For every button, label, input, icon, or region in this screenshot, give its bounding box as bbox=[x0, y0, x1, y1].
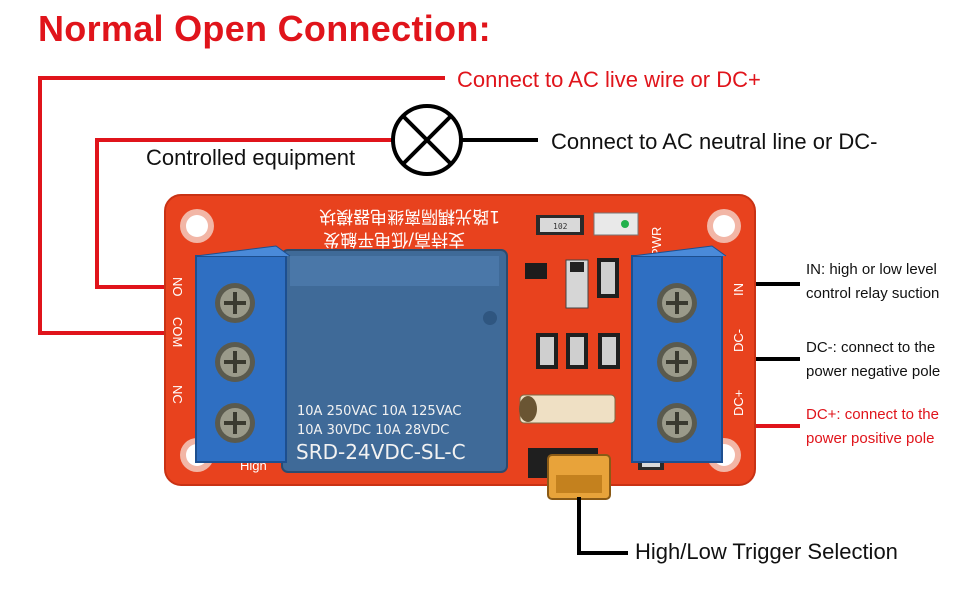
right-terminal-block: IN DC- DC+ bbox=[631, 245, 746, 463]
screw-terminal-com bbox=[215, 342, 255, 382]
relay-model: SRD-24VDC-SL-C bbox=[296, 440, 466, 464]
relay-spec-2: 10A 30VDC 10A 28VDC bbox=[297, 423, 449, 438]
in-line-1: IN: high or low level bbox=[806, 261, 937, 278]
dcp-line-1: DC+: connect to the bbox=[806, 406, 939, 423]
trigger-jumper bbox=[528, 448, 611, 500]
relay: 10A 250VAC 10A 125VAC 10A 30VDC 10A 28VD… bbox=[281, 249, 508, 473]
in-line-2: control relay suction bbox=[806, 285, 940, 302]
screw-terminal-dcm bbox=[657, 342, 697, 382]
ac-neutral-label: Connect to AC neutral line or DC- bbox=[551, 129, 878, 154]
ac-live-label: Connect to AC live wire or DC+ bbox=[457, 67, 761, 92]
pwr-label: PWR bbox=[649, 227, 664, 257]
pin-label-nc: NC bbox=[170, 385, 185, 404]
trigger-selection-label: High/Low Trigger Selection bbox=[635, 539, 898, 564]
silkscreen-cn-1: 1路光耦隔离继电器模块 bbox=[319, 206, 500, 226]
dcm-line-2: power negative pole bbox=[806, 363, 941, 380]
screw-terminal-no bbox=[215, 283, 255, 323]
screw-terminal-in bbox=[657, 283, 697, 323]
trigger-leader bbox=[577, 497, 628, 555]
silkscreen-cn-2: 支持高/低电平触发 bbox=[323, 229, 465, 249]
pin-label-in: IN bbox=[731, 283, 746, 296]
dcm-line-1: DC-: connect to the bbox=[806, 339, 936, 356]
screw-terminal-nc bbox=[215, 403, 255, 443]
page-title: Normal Open Connection: bbox=[38, 8, 491, 49]
resistor-code: 102 bbox=[553, 222, 568, 231]
dcp-description: DC+: connect to the power positive pole bbox=[806, 403, 939, 451]
pin-label-no: NO bbox=[170, 277, 185, 297]
pin-label-dcm: DC- bbox=[731, 329, 746, 352]
dcm-description: DC-: connect to the power negative pole bbox=[806, 336, 940, 384]
relay-spec-1: 10A 250VAC 10A 125VAC bbox=[297, 404, 462, 419]
equipment-wire bbox=[95, 138, 392, 289]
pin-label-dcp: DC+ bbox=[731, 390, 746, 416]
pin-label-com: COM bbox=[170, 317, 185, 347]
in-description: IN: high or low level control relay suct… bbox=[806, 258, 939, 306]
screw-terminal-dcp bbox=[657, 403, 697, 443]
controlled-equipment-label: Controlled equipment bbox=[146, 145, 356, 170]
left-terminal-block: NO COM NC bbox=[170, 245, 291, 463]
load-symbol bbox=[391, 104, 463, 176]
live-wire bbox=[38, 76, 445, 335]
dcp-line-2: power positive pole bbox=[806, 430, 935, 447]
